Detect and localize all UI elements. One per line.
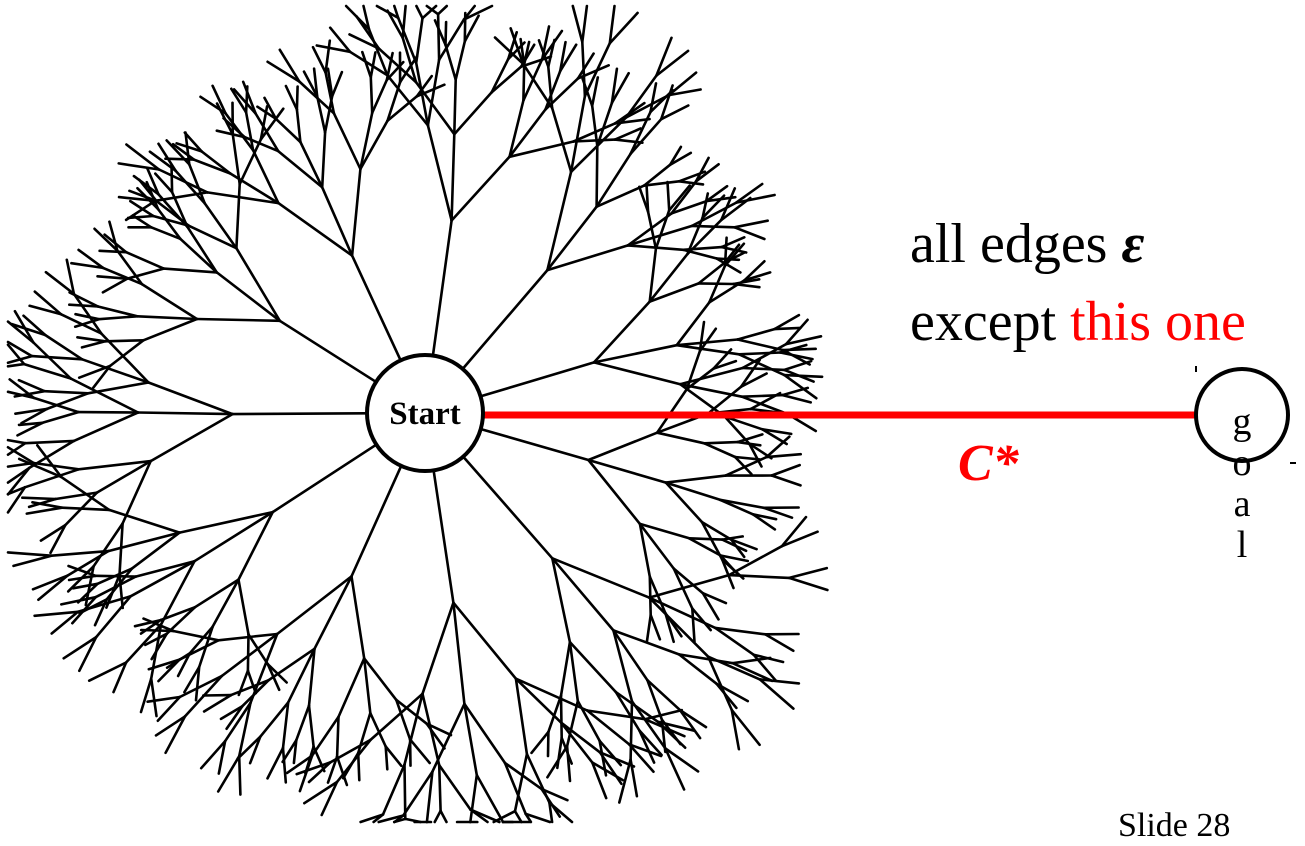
start-label: Start bbox=[389, 396, 460, 432]
goal-letter: g bbox=[1226, 402, 1258, 443]
goal-letter: o bbox=[1226, 443, 1258, 484]
search-tree-diagram: Start bbox=[0, 0, 1305, 825]
goal-letter: a bbox=[1226, 484, 1258, 525]
edge-cost-text: all edges bbox=[910, 213, 1121, 275]
exception-note: except this one bbox=[910, 290, 1246, 354]
goal-letter: l bbox=[1226, 525, 1258, 566]
exception-highlight: this one bbox=[1070, 291, 1246, 353]
edge-cost-note: all edges ε bbox=[910, 212, 1144, 276]
epsilon-symbol: ε bbox=[1121, 213, 1144, 275]
exception-prefix: except bbox=[910, 291, 1070, 353]
slide-number: Slide 28 bbox=[1118, 806, 1230, 846]
optimal-cost-label: C* bbox=[958, 434, 1019, 494]
